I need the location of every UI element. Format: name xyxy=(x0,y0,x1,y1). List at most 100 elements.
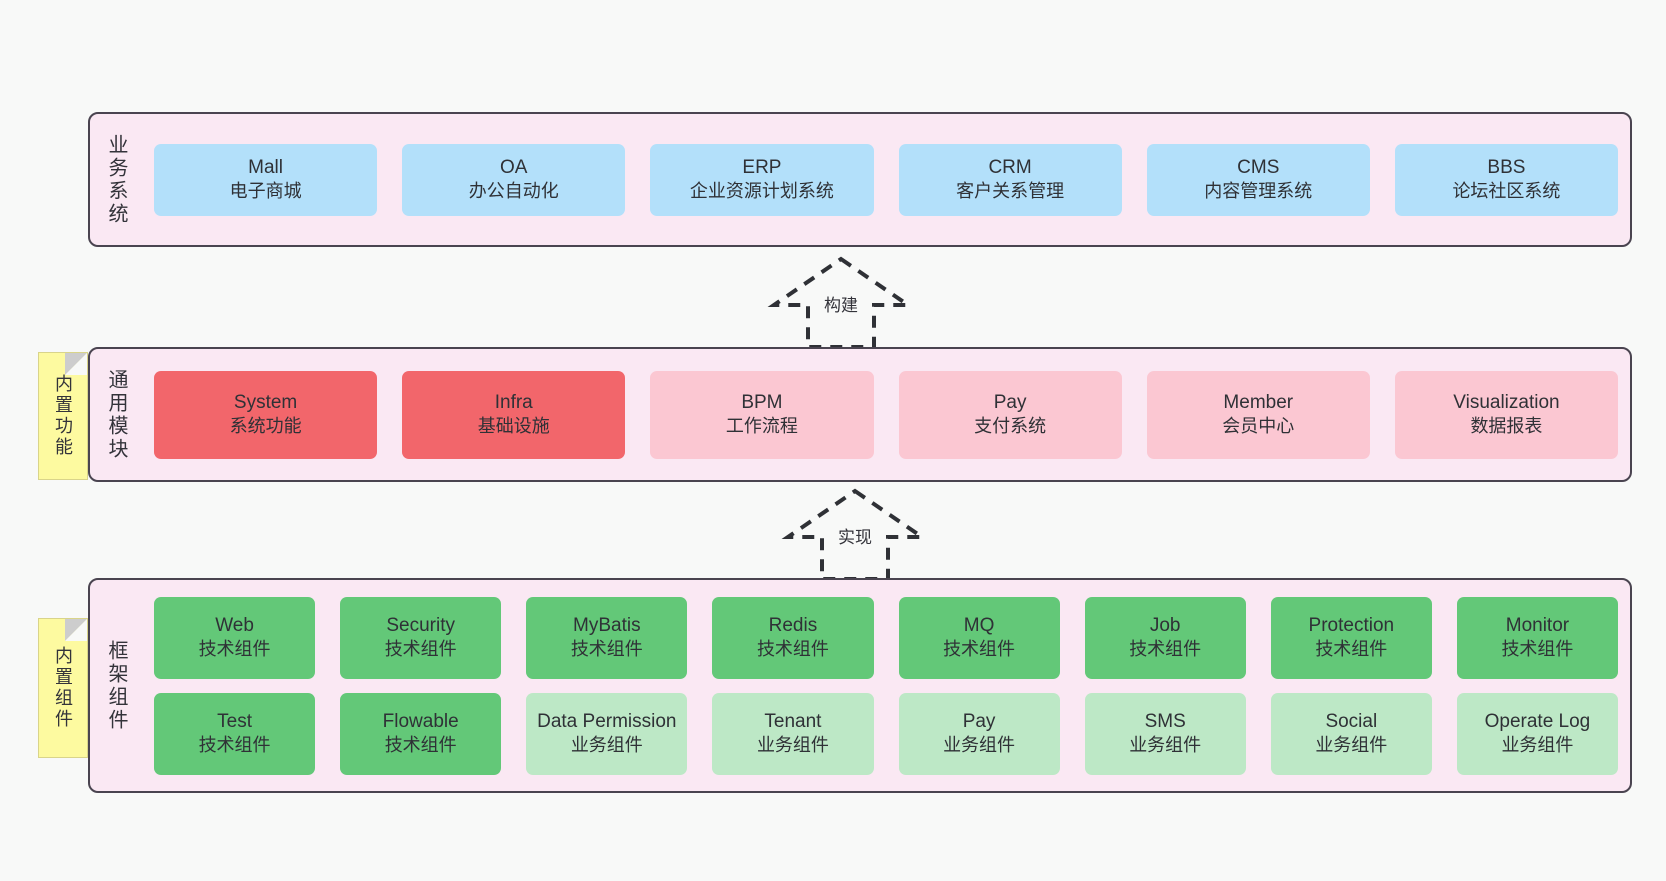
sticky-note-builtin-features: 内置功能 xyxy=(38,352,88,480)
cell-title-en: SMS xyxy=(1144,711,1186,733)
cell-title-en: OA xyxy=(500,157,528,179)
layer-common-title: 通用模块 xyxy=(105,368,127,461)
cell-title-en: CMS xyxy=(1237,157,1280,179)
cell-title-cn: 论坛社区系统 xyxy=(1452,181,1561,202)
cell-title-en: Infra xyxy=(494,392,533,414)
cell-title-cn: 技术组件 xyxy=(1129,639,1202,660)
cell-title-en: BPM xyxy=(741,392,783,414)
cell-title-cn: 业务组件 xyxy=(756,735,829,756)
cell-title-en: Protection xyxy=(1308,615,1395,637)
cell-title-cn: 办公自动化 xyxy=(468,181,559,202)
cell-title-en: ERP xyxy=(742,157,782,179)
cell-title-cn: 电子商城 xyxy=(229,181,302,202)
cell-title-en: MyBatis xyxy=(573,615,641,637)
cell-title-en: CRM xyxy=(988,157,1032,179)
cell-title-cn: 会员中心 xyxy=(1222,416,1295,437)
cell-title-cn: 系统功能 xyxy=(229,416,302,437)
cell-title-cn: 技术组件 xyxy=(756,639,829,660)
cell-title-cn: 技术组件 xyxy=(1501,639,1574,660)
cell-title-cn: 客户关系管理 xyxy=(956,181,1065,202)
cell-title-cn: 业务组件 xyxy=(570,735,643,756)
cell-title-cn: 工作流程 xyxy=(725,416,798,437)
cell-title-en: Visualization xyxy=(1453,392,1560,414)
cell-title-cn: 技术组件 xyxy=(198,735,271,756)
cell-title-cn: 技术组件 xyxy=(1315,639,1388,660)
cell-title-cn: 数据报表 xyxy=(1470,416,1543,437)
layer-framework-title: 框架组件 xyxy=(105,639,127,732)
sticky-note-builtin-components: 内置组件 xyxy=(38,618,88,758)
layer-business-title: 业务系统 xyxy=(105,133,127,226)
cell-title-en: MQ xyxy=(963,615,995,637)
cell-title-en: Tenant xyxy=(764,711,822,733)
cell-title-cn: 技术组件 xyxy=(943,639,1016,660)
cell-title-en: Security xyxy=(386,615,455,637)
cell-title-cn: 业务组件 xyxy=(943,735,1016,756)
connector-build-arrow: 构建 xyxy=(756,253,926,349)
cell-title-cn: 技术组件 xyxy=(384,735,457,756)
cell-title-en: Flowable xyxy=(382,711,459,733)
cell-title-en: Data Permission xyxy=(537,711,677,733)
cell-title-en: Pay xyxy=(993,392,1027,414)
cell-title-en: Mall xyxy=(248,157,283,179)
cell-title-en: Social xyxy=(1325,711,1378,733)
cell-title-cn: 内容管理系统 xyxy=(1204,181,1313,202)
cell-title-en: Job xyxy=(1149,615,1181,637)
cell-title-cn: 支付系统 xyxy=(974,416,1047,437)
cell-title-en: System xyxy=(233,392,298,414)
connector-implement-arrow: 实现 xyxy=(770,485,940,581)
cell-title-cn: 业务组件 xyxy=(1501,735,1574,756)
cell-title-cn: 基础设施 xyxy=(477,416,550,437)
cell-title-cn: 企业资源计划系统 xyxy=(689,181,834,202)
cell-title-en: Redis xyxy=(768,615,818,637)
cell-title-en: Operate Log xyxy=(1484,711,1591,733)
cell-title-cn: 业务组件 xyxy=(1129,735,1202,756)
cell-title-cn: 技术组件 xyxy=(570,639,643,660)
cell-title-en: Member xyxy=(1223,392,1294,414)
cell-title-cn: 业务组件 xyxy=(1315,735,1388,756)
cell-title-en: Monitor xyxy=(1505,615,1570,637)
cell-title-en: Web xyxy=(215,615,254,637)
cell-title-en: Test xyxy=(217,711,252,733)
cell-title-cn: 技术组件 xyxy=(198,639,271,660)
cell-title-en: BBS xyxy=(1487,157,1526,179)
